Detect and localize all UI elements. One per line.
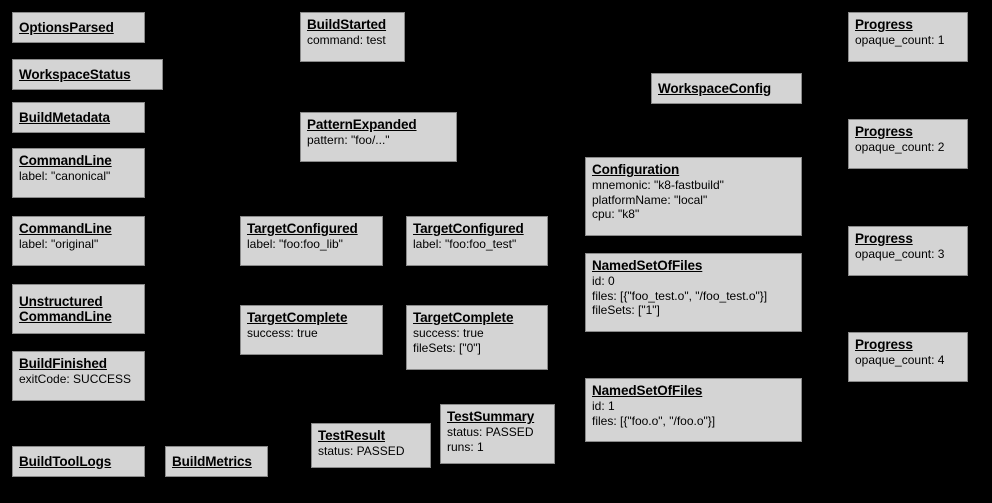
node-field: opaque_count: 4	[855, 353, 945, 367]
node-fields: status: PASSED	[318, 444, 424, 459]
node-field: opaque_count: 1	[855, 33, 945, 47]
node-title: Progress	[855, 337, 913, 352]
node-title: Unstructured CommandLine	[19, 293, 112, 324]
node-field: success: true	[247, 326, 318, 340]
node-title: NamedSetOfFiles	[592, 258, 703, 273]
node-title: BuildStarted	[307, 17, 387, 32]
node-fields: opaque_count: 1	[855, 33, 961, 48]
node-field: status: PASSED	[447, 425, 534, 439]
node-title: TestSummary	[447, 409, 535, 424]
node-title: Configuration	[592, 162, 680, 177]
node-field: command: test	[307, 33, 386, 47]
node-options-parsed[interactable]: OptionsParsed	[12, 12, 145, 43]
node-field: pattern: "foo/..."	[307, 133, 390, 147]
node-build-metadata[interactable]: BuildMetadata	[12, 102, 145, 133]
node-title: CommandLine	[19, 221, 112, 236]
node-field: status: PASSED	[318, 444, 405, 458]
node-title: PatternExpanded	[307, 117, 417, 132]
node-workspace-config[interactable]: WorkspaceConfig	[651, 73, 802, 104]
node-field: fileSets: ["0"]	[413, 340, 481, 355]
node-fields: pattern: "foo/..."	[307, 133, 450, 148]
node-workspace-status[interactable]: WorkspaceStatus	[12, 59, 163, 90]
node-field: label: "foo:foo_test"	[413, 237, 517, 251]
node-title: TargetConfigured	[413, 221, 524, 236]
node-field: opaque_count: 3	[855, 247, 945, 261]
node-title: TargetComplete	[247, 310, 348, 325]
node-title: Progress	[855, 231, 913, 246]
node-title: BuildToolLogs	[19, 453, 112, 469]
node-fields: opaque_count: 4	[855, 353, 961, 368]
node-fields: opaque_count: 3	[855, 247, 961, 262]
node-field: files: [{"foo.o", "/foo.o"}]	[592, 413, 716, 428]
node-title: NamedSetOfFiles	[592, 383, 703, 398]
node-fields: opaque_count: 2	[855, 140, 961, 155]
node-build-tool-logs[interactable]: BuildToolLogs	[12, 446, 145, 477]
node-fields: exitCode: SUCCESS	[19, 372, 138, 387]
node-fields: label: "foo:foo_lib"	[247, 237, 376, 252]
node-title: TestResult	[318, 428, 386, 443]
node-field: id: 1	[592, 399, 615, 413]
node-field: label: "foo:foo_lib"	[247, 237, 343, 251]
node-title: WorkspaceStatus	[19, 66, 131, 82]
node-field: cpu: "k8"	[592, 207, 640, 221]
node-build-metrics[interactable]: BuildMetrics	[165, 446, 268, 477]
node-field: mnemonic: "k8-fastbuild"	[592, 178, 724, 192]
node-title: BuildMetrics	[172, 453, 252, 469]
node-field: files: [{"foo_test.o", "/foo_test.o"}]	[592, 288, 768, 303]
node-fields: mnemonic: "k8-fastbuild"platformName: "l…	[592, 178, 795, 222]
node-field: fileSets: ["1"]	[592, 303, 660, 317]
node-title: TargetConfigured	[247, 221, 358, 236]
node-field: runs: 1	[447, 439, 484, 454]
node-title: OptionsParsed	[19, 19, 114, 35]
node-field: success: true	[413, 326, 484, 340]
node-field: platformName: "local"	[592, 192, 708, 207]
node-fields: label: "canonical"	[19, 169, 138, 184]
node-fields: label: "original"	[19, 237, 138, 252]
node-fields: success: true	[247, 326, 376, 341]
node-field: opaque_count: 2	[855, 140, 945, 154]
node-title: Progress	[855, 17, 913, 32]
node-field: label: "canonical"	[19, 169, 111, 183]
node-field: label: "original"	[19, 237, 99, 251]
node-title: BuildFinished	[19, 356, 107, 371]
node-field: id: 0	[592, 274, 615, 288]
node-title: WorkspaceConfig	[658, 80, 772, 96]
node-title: Progress	[855, 124, 913, 139]
node-title: CommandLine	[19, 153, 112, 168]
node-fields: label: "foo:foo_test"	[413, 237, 541, 252]
node-title: TargetComplete	[413, 310, 514, 325]
node-field: exitCode: SUCCESS	[19, 372, 132, 386]
node-title: BuildMetadata	[19, 109, 110, 125]
node-fields: command: test	[307, 33, 398, 48]
node-unstructured-command-line[interactable]: Unstructured CommandLine	[12, 284, 145, 334]
